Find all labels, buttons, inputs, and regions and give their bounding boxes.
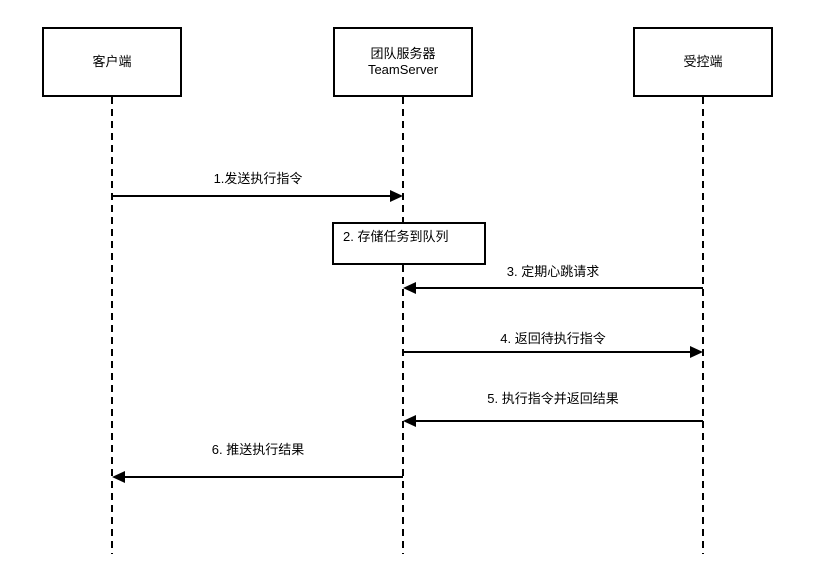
message-6-line: [124, 476, 403, 478]
lifeline-controlled: [702, 97, 704, 554]
actor-box-client: 客户端: [42, 27, 182, 97]
actor-box-teamserver: 团队服务器 TeamServer: [333, 27, 473, 97]
message-1-label: 1.发送执行指令: [213, 171, 303, 186]
lifeline-teamserver: [402, 97, 404, 554]
message-2-label: 2. 存储任务到队列: [343, 229, 449, 244]
message-5-arrowhead: [403, 415, 416, 427]
actor-label-client: 客户端: [92, 54, 132, 69]
message-3-label: 3. 定期心跳请求: [506, 264, 600, 279]
message-6-arrowhead: [112, 471, 125, 483]
message-2-self-box: 2. 存储任务到队列: [332, 222, 486, 265]
message-4-line: [403, 351, 690, 353]
message-5-label: 5. 执行指令并返回结果: [487, 391, 619, 406]
actor-box-controlled: 受控端: [633, 27, 773, 97]
message-5-line: [415, 420, 703, 422]
message-6-label: 6. 推送执行结果: [211, 442, 305, 457]
actor-sublabel-teamserver: TeamServer: [367, 62, 439, 77]
message-3-line: [415, 287, 703, 289]
lifeline-client: [111, 97, 113, 554]
actor-label-teamserver: 团队服务器: [370, 46, 436, 61]
message-3-arrowhead: [403, 282, 416, 294]
message-4-arrowhead: [690, 346, 703, 358]
message-1-arrowhead: [390, 190, 403, 202]
actor-label-controlled: 受控端: [683, 54, 723, 69]
message-4-label: 4. 返回待执行指令: [500, 331, 606, 346]
message-1-line: [113, 195, 390, 197]
